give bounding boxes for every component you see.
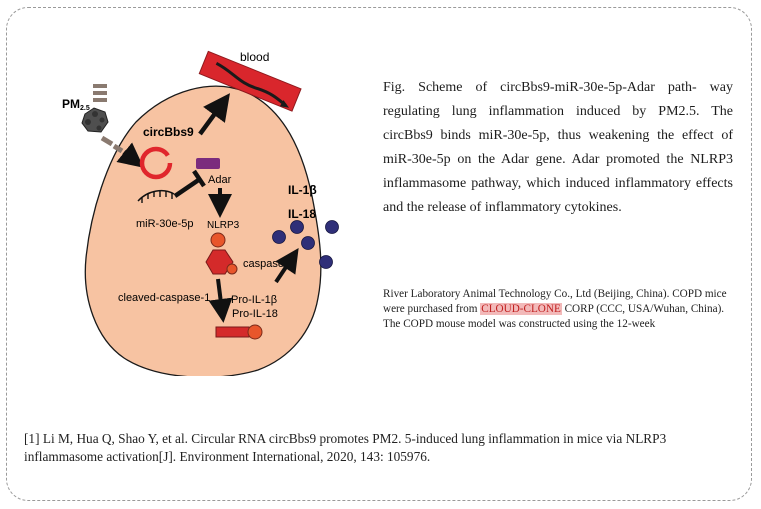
pm-stripes — [93, 84, 107, 102]
highlighted-supplier: CLOUD-CLONE — [480, 303, 562, 315]
adar-protein — [196, 158, 220, 169]
excerpt-text-before: River Laboratory Animal Technology Co., … — [383, 288, 727, 315]
cytokine-particles — [272, 220, 339, 269]
cleaved-caspase1-label: cleaved-caspase-1 — [118, 292, 210, 304]
caspase1-protein — [226, 263, 238, 275]
pm-particle — [81, 107, 109, 133]
pm-entry-arrow — [100, 135, 144, 168]
il1b-label: IL-1β — [288, 183, 317, 197]
adar-label: Adar — [208, 174, 232, 186]
nlrp3-label: NLRP3 — [207, 220, 240, 231]
pm-label: PM2.5 — [62, 97, 90, 112]
mir-strand — [137, 189, 175, 203]
mir-label: miR-30e-5p — [136, 218, 193, 230]
circbbs9-ring — [139, 146, 173, 180]
pro-cytokine-circle — [247, 324, 263, 340]
reference-citation: [1] Li M, Hua Q, Shao Y, et al. Circular… — [24, 431, 667, 464]
excerpt-text-after: CORP (CCC, USA/Wuhan, China). The COPD m… — [383, 303, 725, 330]
pro-il1b-label: Pro-IL-1β — [231, 294, 277, 306]
figure-caption: Fig. Scheme of circBbs9-miR-30e-5p-Adar … — [383, 80, 733, 215]
blood-vessel — [198, 50, 302, 112]
inhibition-bar — [173, 169, 206, 198]
pro-cytokine-block — [215, 326, 250, 338]
il18-label: IL-18 — [288, 207, 316, 221]
methods-excerpt: River Laboratory Animal Technology Co., … — [383, 287, 728, 332]
arrow-release — [274, 248, 299, 284]
pro-il18-label: Pro-IL-18 — [232, 308, 278, 320]
card-frame — [6, 7, 752, 501]
circbbs9-label: circBbs9 — [143, 125, 194, 139]
nlrp3-protein — [210, 232, 226, 248]
inflammasome-complex — [205, 249, 234, 275]
blood-label: blood — [240, 50, 269, 64]
arrow-to-cytokines — [208, 278, 233, 323]
pathway-diagram: blood PM2.5 circBbs9 Adar — [62, 50, 339, 378]
arrow-to-blood — [198, 93, 230, 136]
pathway-figure: blood PM2.5 circBbs9 Adar — [50, 36, 370, 378]
